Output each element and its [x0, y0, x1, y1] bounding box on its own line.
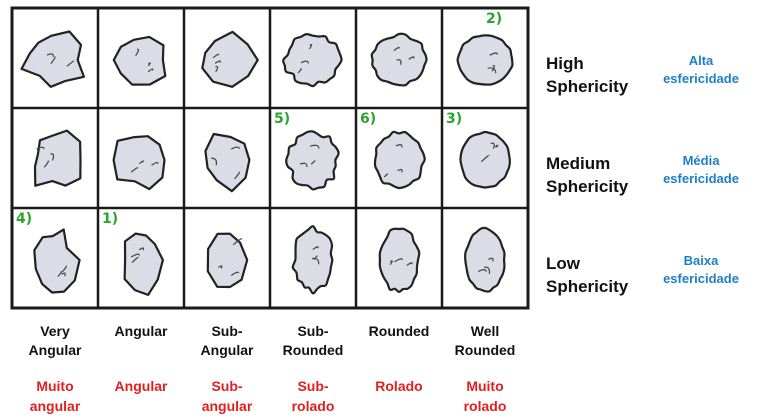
grain-r2-c0: [34, 230, 79, 293]
grain-r0-c1: [114, 37, 166, 85]
column-label-en: Sub- Angular: [184, 322, 270, 360]
grain-outline: [208, 234, 247, 287]
grain-r0-c0: [22, 32, 84, 87]
grain-marker-label: 4): [16, 211, 32, 227]
grain-outline: [465, 228, 504, 292]
column-label-pt: Muito rolado: [442, 376, 528, 416]
grain-outline: [293, 226, 333, 293]
grain-r2-c1: [125, 234, 163, 295]
grain-outline: [283, 34, 341, 86]
column-label-pt: Muito angular: [12, 376, 98, 416]
grain-marker-label: 1): [102, 211, 118, 227]
column-label-pt: Rolado: [356, 376, 442, 396]
grain-marker-label: 2): [486, 11, 502, 27]
grain-outline: [202, 32, 257, 87]
grain-r0-c3: [283, 34, 341, 86]
grain-outline: [114, 37, 166, 85]
grain-r1-c5: [460, 132, 509, 188]
grain-marker-label: 5): [274, 111, 290, 127]
grain-r1-c1: [114, 136, 165, 189]
column-label-en: Rounded: [356, 322, 442, 341]
grain-r1-c0: [35, 131, 81, 186]
grain-r2-c4: [380, 229, 419, 292]
row-label-pt: Média esfericidade: [650, 152, 752, 188]
column-label-en: Sub- Rounded: [270, 322, 356, 360]
grain-outline: [205, 134, 249, 191]
row-label-en: Medium Sphericity: [546, 152, 646, 198]
row-label-pt: Alta esfericidade: [650, 52, 752, 88]
column-label-pt: Sub- rolado: [270, 376, 356, 416]
grain-outline: [22, 32, 84, 87]
column-label-pt: Angular: [98, 376, 184, 396]
grain-marker-label: 6): [360, 111, 376, 127]
grain-outline: [380, 229, 419, 292]
grain-r1-c2: [205, 134, 249, 191]
grain-r0-c5: [458, 35, 513, 84]
grain-outline: [34, 230, 79, 293]
grain-outline: [458, 35, 513, 84]
column-label-en: Very Angular: [12, 322, 98, 360]
grain-r2-c2: [208, 234, 247, 287]
grain-r0-c4: [372, 34, 427, 86]
grain-outline: [460, 132, 509, 188]
column-label-en: Well Rounded: [442, 322, 528, 360]
column-label-pt: Sub- angular: [184, 376, 270, 416]
grain-r1-c3: [286, 131, 338, 189]
column-label-en: Angular: [98, 322, 184, 341]
grain-outline: [35, 131, 81, 186]
grain-r2-c5: [465, 228, 504, 292]
grain-r0-c2: [202, 32, 257, 87]
row-label-en: High Sphericity: [546, 52, 646, 98]
grain-outline: [286, 131, 338, 189]
grain-marker-label: 3): [446, 111, 462, 127]
grain-r2-c3: [293, 226, 333, 293]
grain-outline: [375, 132, 425, 188]
grain-r1-c4: [375, 132, 425, 188]
row-label-pt: Baixa esfericidade: [650, 252, 752, 288]
grain-outline: [125, 234, 163, 295]
row-label-en: Low Sphericity: [546, 252, 646, 298]
